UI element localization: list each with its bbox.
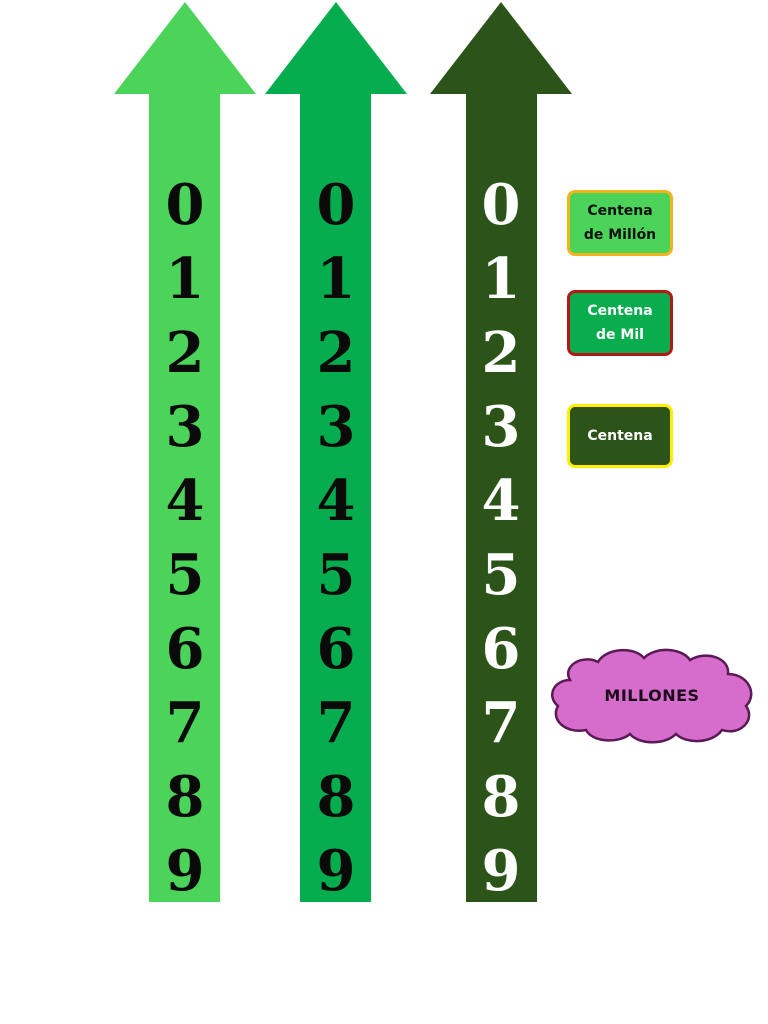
digit-8: 8 <box>481 764 521 830</box>
digit-7: 7 <box>165 690 205 756</box>
digit-2: 2 <box>165 320 205 386</box>
digit-6: 6 <box>165 616 205 682</box>
digit-4: 4 <box>165 468 205 534</box>
digit-5: 5 <box>165 542 205 608</box>
arrow-2-shape <box>265 2 407 902</box>
digit-3: 3 <box>165 394 205 460</box>
digit-0: 0 <box>165 172 205 238</box>
label-centena: Centena <box>567 404 673 468</box>
digit-1: 1 <box>316 246 356 312</box>
digit-9: 9 <box>316 838 356 904</box>
digit-6: 6 <box>316 616 356 682</box>
digit-5: 5 <box>481 542 521 608</box>
digit-4: 4 <box>316 468 356 534</box>
digit-3: 3 <box>316 394 356 460</box>
digit-0: 0 <box>316 172 356 238</box>
digit-3: 3 <box>481 394 521 460</box>
label-centena-de-millon: Centena de Millón <box>567 190 673 256</box>
label-centena-de-mil: Centena de Mil <box>567 290 673 356</box>
arrow-1-shape <box>114 2 256 902</box>
cloud-label: MILLONES <box>604 685 700 705</box>
millones-cloud: MILLONES <box>548 644 756 746</box>
digit-8: 8 <box>165 764 205 830</box>
arrow-3-shape <box>430 2 572 902</box>
digit-8: 8 <box>316 764 356 830</box>
digit-4: 4 <box>481 468 521 534</box>
digit-7: 7 <box>481 690 521 756</box>
cloud-shape <box>551 648 753 744</box>
digit-1: 1 <box>165 246 205 312</box>
digit-6: 6 <box>481 616 521 682</box>
digit-2: 2 <box>316 320 356 386</box>
digit-0: 0 <box>481 172 521 238</box>
digit-9: 9 <box>481 838 521 904</box>
digit-2: 2 <box>481 320 521 386</box>
digit-1: 1 <box>481 246 521 312</box>
digit-7: 7 <box>316 690 356 756</box>
digit-9: 9 <box>165 838 205 904</box>
digit-5: 5 <box>316 542 356 608</box>
